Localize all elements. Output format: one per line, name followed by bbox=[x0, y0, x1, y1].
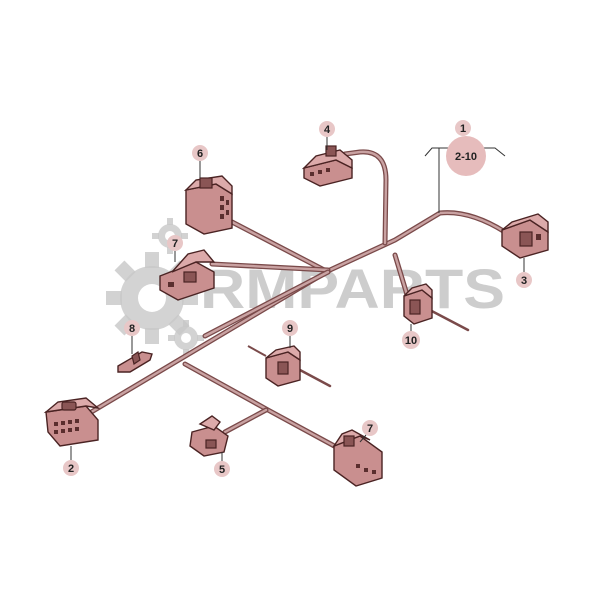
callout-2: 2 bbox=[63, 446, 79, 476]
svg-text:9: 9 bbox=[287, 323, 293, 335]
callout-10: 10 bbox=[402, 324, 420, 349]
callout-5: 5 bbox=[214, 452, 230, 477]
svg-text:2: 2 bbox=[68, 463, 74, 475]
harness-wires bbox=[85, 149, 508, 451]
connector-9 bbox=[247, 345, 332, 388]
svg-text:1: 1 bbox=[460, 123, 466, 135]
callout-6: 6 bbox=[192, 145, 208, 178]
callout-3: 3 bbox=[516, 258, 532, 288]
connector-7-upper bbox=[159, 249, 216, 301]
svg-text:5: 5 bbox=[219, 464, 225, 476]
svg-text:3: 3 bbox=[521, 275, 527, 287]
svg-text:6: 6 bbox=[197, 148, 203, 160]
connector-10 bbox=[403, 283, 470, 332]
watermark-gear-small-bottom-icon bbox=[168, 320, 204, 356]
connector-5 bbox=[189, 415, 229, 457]
svg-text:4: 4 bbox=[324, 124, 331, 136]
callout-9: 9 bbox=[282, 320, 298, 348]
callout-7-lower: 7 bbox=[359, 420, 378, 443]
connector-4 bbox=[301, 145, 353, 187]
connector-3 bbox=[501, 213, 549, 259]
svg-text:10: 10 bbox=[405, 335, 417, 347]
svg-text:7: 7 bbox=[367, 423, 373, 435]
part-8-clip bbox=[117, 351, 153, 373]
callout-8: 8 bbox=[124, 320, 140, 354]
callout-1: 1 2-10 bbox=[446, 120, 486, 176]
callout-1-range: 2-10 bbox=[455, 151, 477, 163]
svg-text:8: 8 bbox=[129, 323, 135, 335]
callout-7-upper: 7 bbox=[167, 235, 183, 262]
callout-4: 4 bbox=[319, 121, 335, 150]
svg-text:7: 7 bbox=[172, 238, 178, 250]
connector-2 bbox=[43, 397, 101, 447]
connector-6 bbox=[183, 175, 233, 235]
connector-7-lower bbox=[332, 429, 383, 487]
